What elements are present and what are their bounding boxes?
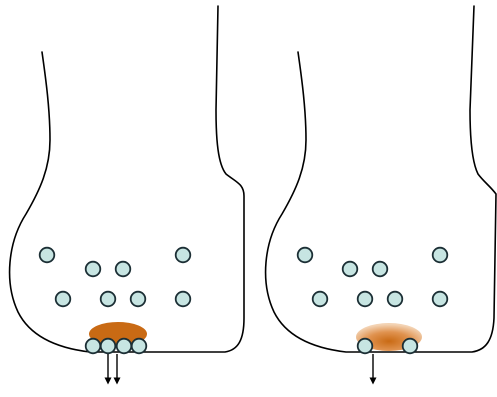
right-terminal-outline [266,6,496,352]
left-vesicle-docked [86,339,101,354]
right-vesicle-docked [358,339,373,354]
left-vesicle-free [176,248,191,263]
right-panel [266,6,496,381]
left-vesicle-free [176,292,191,307]
right-vesicle-free [358,292,373,307]
left-vesicle-free [116,262,131,277]
left-panel [10,6,244,381]
right-vesicle-free [373,262,388,277]
left-vesicle-free [131,292,146,307]
left-vesicle-free [40,248,55,263]
right-vesicle-docked [403,339,418,354]
left-vesicle-docked [101,339,116,354]
right-vesicle-free [313,292,328,307]
left-vesicle-docked [132,339,147,354]
right-vesicle-free [433,292,448,307]
left-vesicle-free [101,292,116,307]
left-vesicle-free [56,292,71,307]
right-vesicle-free [343,262,358,277]
right-vesicle-free [298,248,313,263]
left-terminal-outline [10,6,244,352]
right-vesicle-free [433,248,448,263]
left-vesicle-free [86,262,101,277]
right-vesicle-free [388,292,403,307]
left-vesicle-docked [117,339,132,354]
